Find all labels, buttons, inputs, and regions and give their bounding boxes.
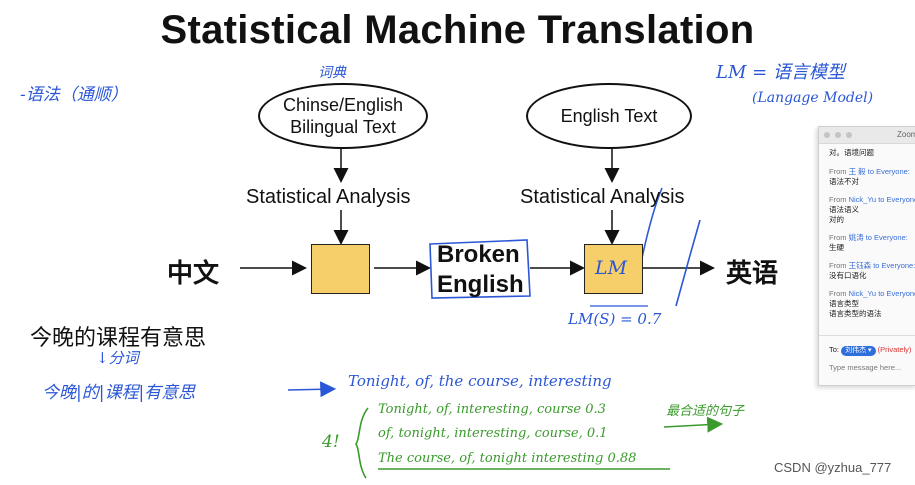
chat-sender: 王钰森: [848, 261, 872, 270]
annotation-grammar: -语法（通顺）: [20, 85, 128, 105]
chat-sender: Nick_Yu: [848, 195, 877, 204]
annotation-segmented: 今晚|的|课程|有意思: [42, 383, 196, 403]
annotation-perm-1: Tonight, of, interesting, course 0.3: [378, 402, 606, 417]
bilingual-text-ellipse: Chinse/English Bilingual Text: [258, 83, 428, 149]
broken-line-1: Broken: [437, 241, 520, 268]
chat-message-header: From 王钰森 to Everyone:: [829, 261, 915, 270]
chat-titlebar: Zoom: [819, 127, 915, 144]
chat-message-text: 语言类型: [829, 299, 859, 308]
bilingual-text-label: Chinse/English Bilingual Text: [282, 95, 404, 137]
annotation-segmentation: ↓分词: [96, 349, 139, 367]
slide-title: Statistical Machine Translation: [160, 8, 755, 52]
output-language-label: 英语: [726, 258, 779, 288]
minimize-window-icon[interactable]: [835, 132, 841, 138]
statistical-analysis-right: Statistical Analysis: [520, 186, 685, 208]
handwritten-brace: [354, 407, 369, 479]
maximize-window-icon[interactable]: [846, 132, 852, 138]
close-window-icon[interactable]: [824, 132, 830, 138]
english-text-ellipse: English Text: [526, 83, 692, 149]
chat-recipient-row: To: 刘伟杰 ▾ (Privately): [829, 345, 911, 356]
handwritten-arrow-best: [663, 416, 724, 433]
chat-top-message: 对。语境问题: [829, 148, 874, 157]
broken-english-node: Broken English: [437, 240, 524, 300]
chat-sender: 姚涛: [848, 233, 864, 242]
example-sentence: 今晚的课程有意思: [30, 325, 207, 350]
handwritten-strike: [675, 219, 701, 307]
chat-message-text: 没有口语化: [829, 271, 867, 280]
annotation-lm-definition: LM = 语言模型: [716, 62, 845, 83]
chat-window-title: Zoom: [897, 130, 915, 139]
lm-box-label: LM: [595, 257, 628, 279]
handwritten-arrow-translate: [287, 381, 337, 398]
handwritten-slash: [641, 187, 663, 259]
chat-message-text: 语言类型的语法: [829, 309, 882, 318]
to-label: To:: [829, 345, 840, 354]
statistical-analysis-left: Statistical Analysis: [246, 186, 411, 208]
annotation-perm-3: The course, of, tonight interesting 0.88: [378, 451, 637, 466]
broken-line-2: English: [437, 271, 524, 298]
chat-message-header: From 王 毅 to Everyone:: [829, 167, 910, 176]
chat-message-input[interactable]: Type message here...: [829, 363, 902, 372]
recipient-dropdown[interactable]: 刘伟杰 ▾: [841, 346, 876, 356]
chat-message-header: From Nick_Yu to Everyone:: [829, 195, 915, 204]
chat-message-text: 对的: [829, 215, 844, 224]
annotation-translated: Tonight, of, the course, interesting: [348, 372, 612, 390]
chat-message-text: 语法不对: [829, 177, 859, 186]
annotation-perm-2: of, tonight, interesting, course, 0.1: [378, 426, 608, 441]
chat-message-header: From Nick_Yu to Everyone:: [829, 289, 915, 298]
chat-message-text: 语法语义: [829, 205, 859, 214]
watermark: CSDN @yzhua_777: [774, 460, 892, 475]
chat-divider: [819, 335, 915, 336]
annotation-perm-count: 4!: [322, 432, 340, 452]
english-text-label: English Text: [560, 106, 658, 126]
translation-model-box: [311, 244, 370, 294]
annotation-lm-english: (Langage Model): [752, 90, 874, 106]
annotation-dictionary: 词典: [318, 65, 346, 81]
annotation-lm-score: LM(S) = 0.7: [568, 310, 662, 328]
chat-message-text: 生硬: [829, 243, 844, 252]
input-language-label: 中文: [167, 258, 220, 288]
broken-english-handwritten-box: [429, 239, 531, 299]
annotation-best-sentence: 最合适的句子: [666, 404, 745, 419]
chat-sender: Nick_Yu: [848, 289, 877, 298]
chat-sender: 王 毅: [848, 167, 866, 176]
private-label: (Privately): [877, 345, 912, 354]
chat-message-header: From 姚涛 to Everyone:: [829, 233, 908, 242]
zoom-chat-panel: Zoom 对。语境问题 From 王 毅 to Everyone: 语法不对 F…: [818, 126, 915, 386]
language-model-box: LM: [584, 244, 643, 294]
